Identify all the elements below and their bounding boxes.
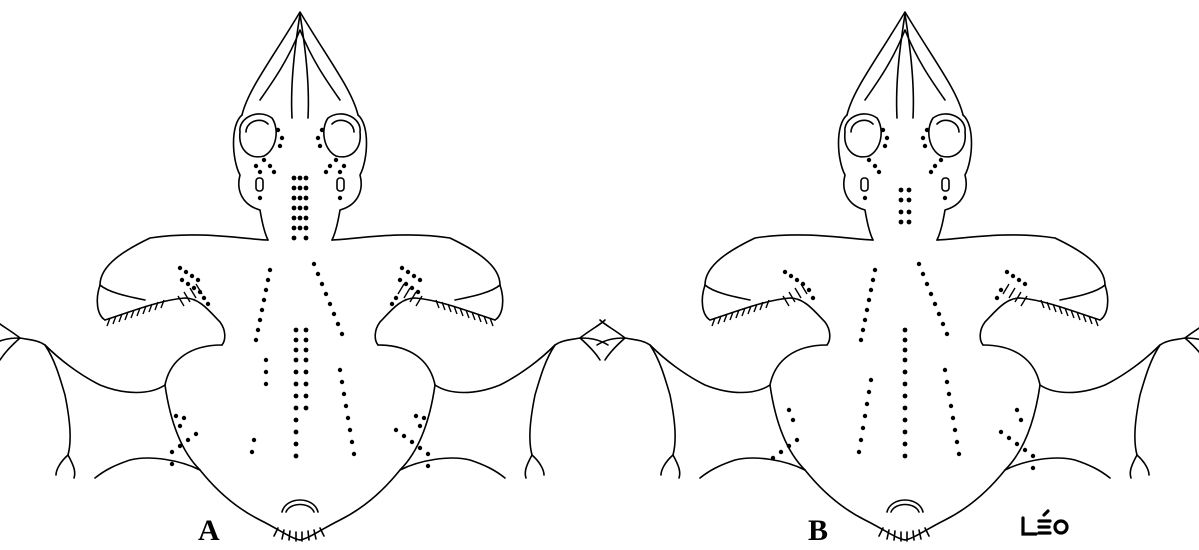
panel-label-a: A — [198, 514, 220, 547]
panel-a — [0, 12, 608, 541]
panel-label-b: B — [808, 514, 828, 547]
creature-outline-a — [0, 12, 608, 541]
forelimb-fringe-right-a — [398, 284, 493, 326]
forelimb-fringe-right-b — [1003, 284, 1098, 326]
panel-b — [597, 12, 1199, 541]
scale-dot-pattern-b — [771, 128, 1035, 470]
artist-signature — [1023, 511, 1067, 534]
forelimb-fringe-left-b — [712, 284, 807, 326]
scale-dot-pattern-a — [170, 128, 430, 468]
forelimb-fringe-left-a — [107, 284, 202, 326]
creature-outline-b — [597, 12, 1199, 541]
